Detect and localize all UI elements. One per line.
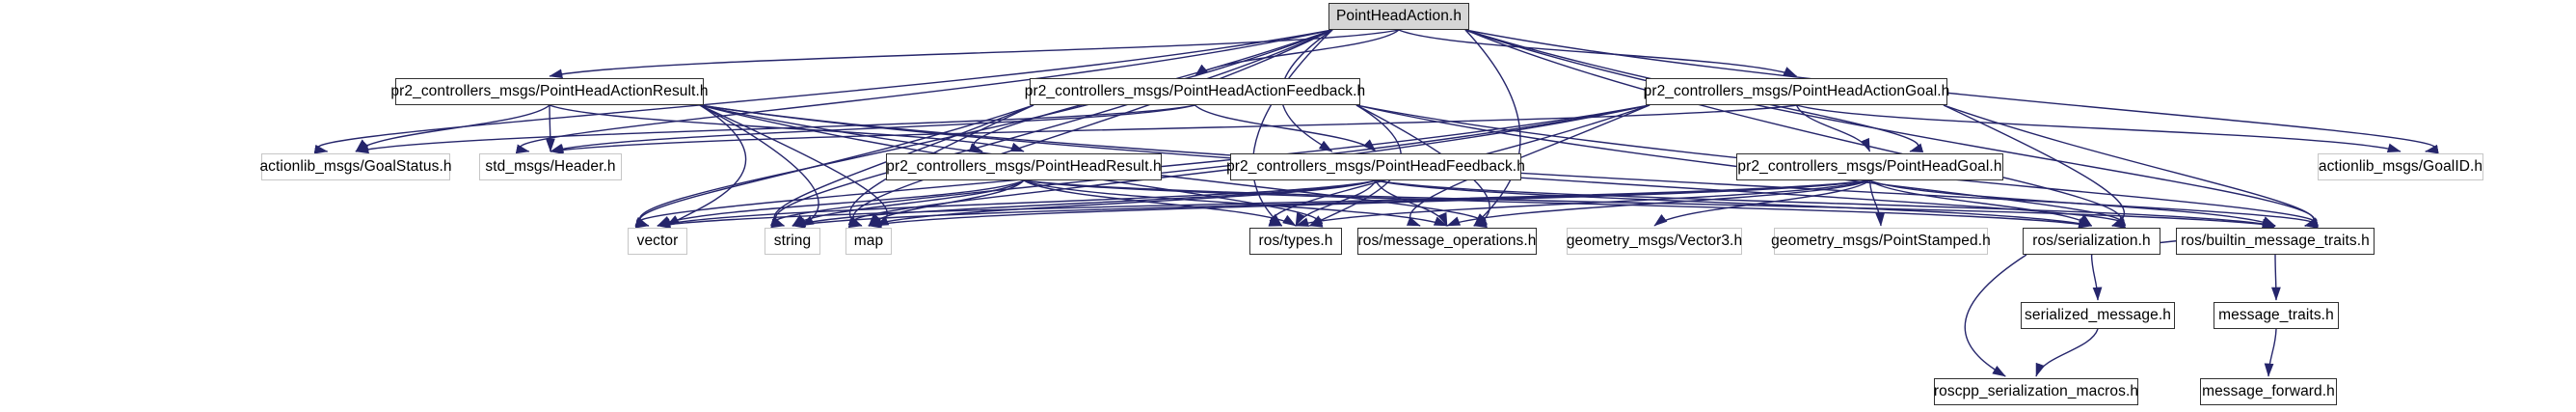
- graph-node-goalstatus[interactable]: actionlib_msgs/GoalStatus.h: [259, 153, 452, 180]
- graph-node-actgoal[interactable]: pr2_controllers_msgs/PointHeadActionGoal…: [1643, 78, 1950, 105]
- graph-node-actfeedback[interactable]: pr2_controllers_msgs/PointHeadActionFeed…: [1025, 78, 1365, 105]
- graph-edge-actresult-to-vector: [665, 104, 747, 227]
- graph-node-label: actionlib_msgs/GoalID.h: [2318, 158, 2483, 176]
- graph-node-label: pr2_controllers_msgs/PointHeadResult.h: [886, 158, 1162, 176]
- graph-edge-actfeedback-to-traits: [1355, 104, 2319, 229]
- graph-node-label: string: [773, 233, 812, 250]
- graph-node-msgops[interactable]: ros/message_operations.h: [1357, 228, 1537, 255]
- graph-node-label: PointHeadAction.h: [1335, 8, 1462, 25]
- graph-node-label: ros/types.h: [1258, 233, 1333, 250]
- graph-node-label: geometry_msgs/Vector3.h: [1566, 233, 1743, 250]
- graph-node-label: ros/builtin_message_traits.h: [2181, 233, 2370, 250]
- graph-node-msgfwd[interactable]: message_forward.h: [2200, 378, 2337, 405]
- graph-edge-root-to-goalid: [1464, 29, 2439, 154]
- graph-edge-actfeedback-to-vector: [634, 104, 1034, 227]
- graph-node-label: serialized_message.h: [2025, 307, 2171, 324]
- graph-node-label: pr2_controllers_msgs/PointHeadActionFeed…: [1024, 83, 1366, 100]
- graph-edge-goal-to-pointstamped: [1868, 179, 1886, 227]
- graph-edge-feedback-to-vector: [657, 179, 1377, 228]
- graph-edge-traits-to-msgtraits: [2271, 254, 2281, 301]
- graph-edge-root-to-feedback: [1280, 29, 1333, 152]
- graph-node-serial[interactable]: ros/serialization.h: [2023, 228, 2160, 255]
- graph-node-label: pr2_controllers_msgs/PointHeadFeedback.h: [1226, 158, 1525, 176]
- graph-node-pointstamped[interactable]: geometry_msgs/PointStamped.h: [1771, 228, 1991, 255]
- graph-edge-result-to-types: [1023, 179, 1297, 227]
- graph-node-goalid[interactable]: actionlib_msgs/GoalID.h: [2318, 153, 2483, 180]
- graph-edge-feedback-to-serial: [1375, 179, 2093, 228]
- graph-edge-actresult-to-msgops: [699, 104, 1488, 229]
- graph-node-label: geometry_msgs/PointStamped.h: [1771, 233, 1991, 250]
- graph-edge-actgoal-to-types: [1268, 104, 1650, 227]
- graph-edge-root-to-goalstatus: [313, 29, 1333, 154]
- graph-edge-root-to-vector: [634, 29, 1333, 227]
- graph-node-map[interactable]: map: [845, 228, 892, 255]
- graph-edge-root-to-header: [515, 29, 1333, 154]
- graph-node-traits[interactable]: ros/builtin_message_traits.h: [2176, 228, 2375, 255]
- graph-node-label: ros/message_operations.h: [1357, 233, 1537, 250]
- graph-node-label: std_msgs/Header.h: [485, 158, 616, 176]
- graph-edge-actresult-to-goalstatus: [355, 104, 550, 152]
- graph-edge-actfeedback-to-header: [550, 104, 1195, 153]
- graph-edge-serial-to-serialmsg: [2090, 254, 2103, 301]
- graph-node-label: map: [853, 233, 884, 250]
- graph-node-roscpp[interactable]: roscpp_serialization_macros.h: [1934, 378, 2138, 405]
- graph-node-label: pr2_controllers_msgs/PointHeadActionResu…: [390, 83, 709, 100]
- graph-edge-goal-to-types: [1295, 179, 1870, 227]
- graph-node-label: pr2_controllers_msgs/PointHeadGoal.h: [1737, 158, 2002, 176]
- graph-edge-feedback-to-string: [792, 179, 1377, 228]
- graph-edge-feedback-to-traits: [1375, 179, 2276, 229]
- graph-edge-actfeedback-to-goalstatus: [355, 104, 1195, 154]
- graph-edge-msgtraits-to-msgfwd: [2264, 328, 2277, 377]
- graph-node-header[interactable]: std_msgs/Header.h: [479, 153, 622, 180]
- graph-edge-actgoal-to-header: [550, 104, 1797, 155]
- graph-edge-goal-to-msgops: [1446, 179, 1870, 227]
- graph-node-types[interactable]: ros/types.h: [1249, 228, 1342, 255]
- graph-node-label: pr2_controllers_msgs/PointHeadActionGoal…: [1643, 83, 1950, 100]
- graph-edge-goal-to-traits: [1869, 179, 2276, 227]
- graph-node-actresult[interactable]: pr2_controllers_msgs/PointHeadActionResu…: [390, 78, 709, 105]
- graph-edge-feedback-to-map: [868, 179, 1377, 227]
- graph-edge-result-to-serial: [1023, 179, 2093, 229]
- graph-edge-root-to-goal: [1464, 29, 1924, 152]
- graph-node-vector3[interactable]: geometry_msgs/Vector3.h: [1567, 228, 1742, 255]
- graph-node-label: message_traits.h: [2218, 307, 2334, 324]
- graph-edge-actgoal-to-serial: [1943, 104, 2127, 227]
- graph-edge-result-to-string: [792, 179, 1025, 227]
- graph-edge-actgoal-to-goalid: [1796, 104, 2402, 153]
- graph-edge-goal-to-map: [868, 179, 1870, 229]
- graph-edge-actgoal-to-goal: [1795, 104, 1871, 152]
- graph-edge-serialmsg-to-roscpp: [2035, 328, 2099, 377]
- graph-edge-actfeedback-to-types: [1308, 104, 1402, 227]
- graph-node-feedback[interactable]: pr2_controllers_msgs/PointHeadFeedback.h: [1226, 153, 1525, 180]
- graph-edge-actgoal-to-vector: [634, 104, 1650, 229]
- graph-node-msgtraits[interactable]: message_traits.h: [2214, 302, 2339, 329]
- graph-edge-root-to-actgoal: [1398, 29, 1798, 77]
- graph-node-root[interactable]: PointHeadAction.h: [1328, 3, 1469, 30]
- graph-node-label: vector: [636, 233, 679, 250]
- graph-edge-goal-to-serial: [1869, 179, 2093, 227]
- graph-edge-serial-to-roscpp: [1964, 254, 2027, 377]
- graph-node-goal[interactable]: pr2_controllers_msgs/PointHeadGoal.h: [1736, 153, 2003, 180]
- graph-node-label: actionlib_msgs/GoalStatus.h: [259, 158, 452, 176]
- graph-node-string[interactable]: string: [765, 228, 820, 255]
- graph-node-label: roscpp_serialization_macros.h: [1933, 383, 2139, 400]
- graph-node-serialmsg[interactable]: serialized_message.h: [2021, 302, 2175, 329]
- graph-node-label: message_forward.h: [2202, 383, 2335, 400]
- graph-edge-result-to-vector: [657, 179, 1025, 227]
- graph-node-label: ros/serialization.h: [2032, 233, 2151, 250]
- graph-edge-feedback-to-msgops: [1375, 179, 1448, 227]
- graph-node-result[interactable]: pr2_controllers_msgs/PointHeadResult.h: [886, 153, 1162, 180]
- graph-edge-goal-to-vector3: [1653, 179, 1870, 227]
- graph-node-vector[interactable]: vector: [628, 228, 687, 255]
- graph-edge-actfeedback-to-feedback: [1194, 104, 1377, 152]
- graph-edge-actgoal-to-traits: [1943, 104, 2320, 227]
